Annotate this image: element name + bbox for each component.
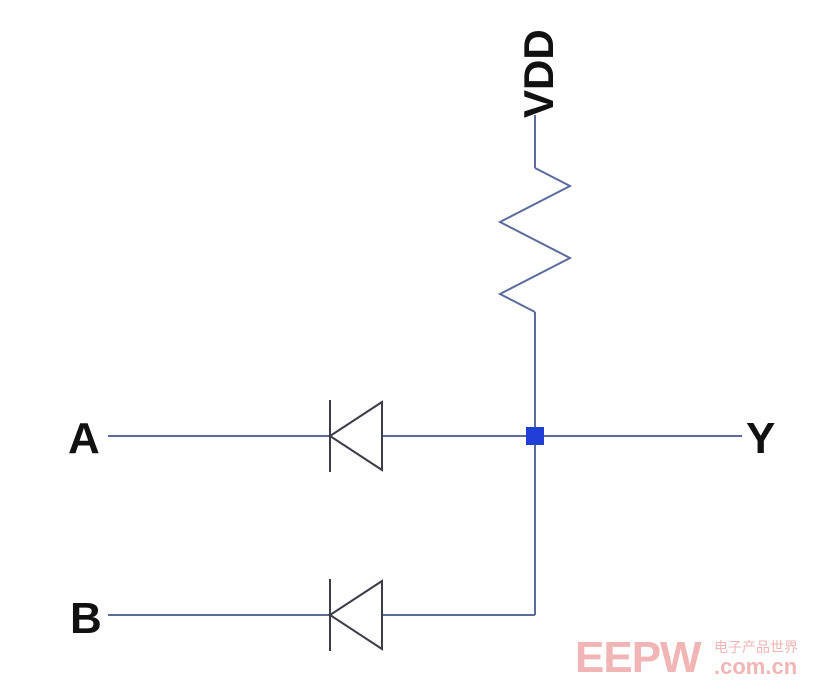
- diode-a: [328, 400, 383, 472]
- watermark-domain: .com.cn: [714, 654, 797, 679]
- eepw-watermark: EEPW 电子产品世界 .com.cn: [575, 633, 798, 681]
- input-a-label: A: [68, 414, 100, 463]
- diode-b: [328, 579, 383, 651]
- output-junction-node: [526, 427, 544, 445]
- watermark-tagline: 电子产品世界: [714, 639, 798, 655]
- watermark-logo: EEPW: [575, 633, 702, 681]
- diode-b-triangle: [328, 579, 383, 651]
- vdd-label: VDD: [515, 29, 562, 118]
- diode-a-triangle: [328, 400, 383, 472]
- pullup-resistor: [497, 167, 573, 313]
- output-y-label: Y: [746, 414, 775, 463]
- input-b-label: B: [70, 594, 102, 643]
